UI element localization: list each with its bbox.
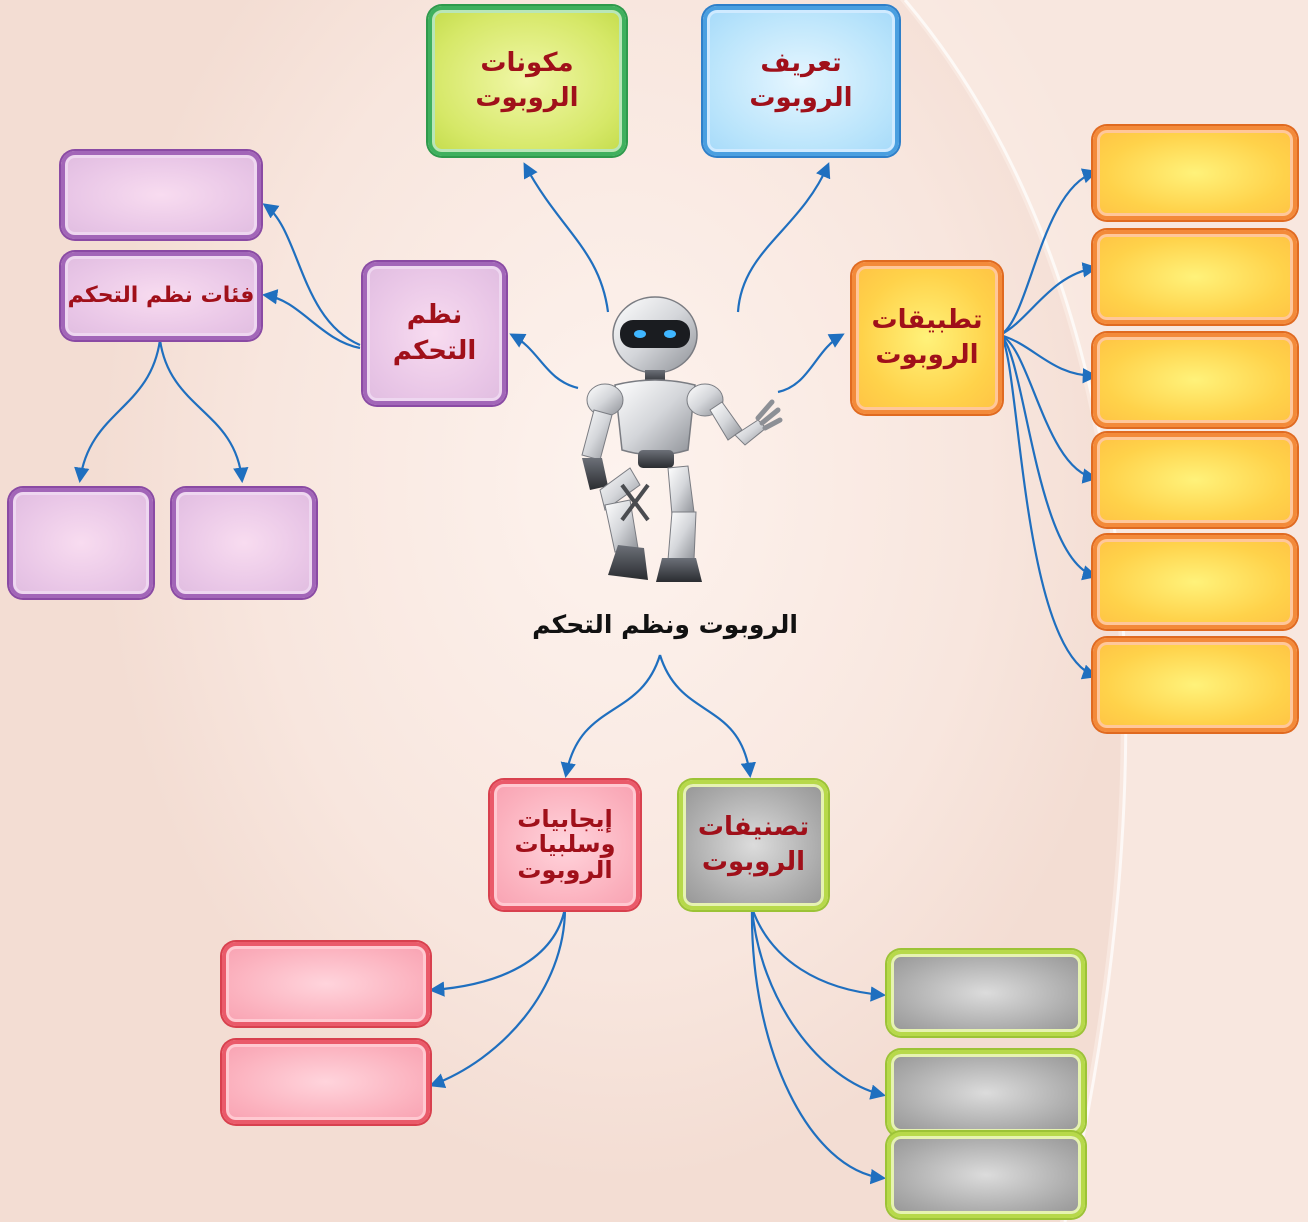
application-box-1[interactable] (1093, 126, 1297, 220)
arrow-to-pros-cons (560, 654, 662, 779)
node-pros-cons[interactable]: إيجابيات وسلبيات الروبوت (490, 780, 640, 910)
classification-box-3[interactable] (887, 1132, 1085, 1218)
arrow-to-control-top (262, 203, 361, 347)
control-top-box[interactable] (61, 151, 261, 239)
node-applications[interactable]: تطبيقات الروبوت (852, 262, 1002, 414)
application-box-3[interactable] (1093, 333, 1297, 427)
application-box-4[interactable] (1093, 433, 1297, 527)
node-definition[interactable]: تعريف الروبوت (703, 6, 899, 156)
application-box-6[interactable] (1093, 638, 1297, 732)
node-components[interactable]: مكونات الروبوت (428, 6, 626, 156)
node-control-systems[interactable]: نظم التحكم (363, 262, 506, 405)
application-box-5[interactable] (1093, 535, 1297, 629)
robot-figure (581, 296, 783, 582)
arrow-pros-2 (429, 907, 567, 1088)
center-title: الروبوت ونظم التحكم (532, 610, 798, 639)
arrow-to-classifications (658, 654, 756, 779)
arrow-app-5 (999, 334, 1098, 581)
arrow-to-applications (777, 333, 845, 394)
classification-box-2[interactable] (887, 1050, 1085, 1136)
arrow-to-control-systems (509, 333, 579, 390)
arrow-to-category-left (74, 339, 162, 484)
arrow-app-4 (999, 333, 1099, 484)
arrow-app-3 (999, 333, 1099, 384)
application-box-2[interactable] (1093, 230, 1297, 324)
arrow-to-control-categories (261, 289, 361, 350)
pros-cons-box-2[interactable] (222, 1040, 430, 1124)
arrow-app-1 (999, 168, 1098, 336)
arrow-app-2 (999, 262, 1099, 336)
arrow-to-definition (736, 162, 831, 313)
arrow-class-1 (750, 907, 887, 1002)
pros-cons-box-1[interactable] (222, 942, 430, 1026)
arrow-app-6 (999, 334, 1098, 680)
arrow-class-3 (750, 907, 887, 1185)
arrow-pros-1 (428, 907, 567, 997)
arrow-to-category-right (158, 339, 249, 484)
node-classifications[interactable]: تصنيفات الروبوت (679, 780, 828, 910)
arrow-to-components (523, 162, 610, 313)
control-category-box-right[interactable] (172, 488, 316, 598)
classification-box-1[interactable] (887, 950, 1085, 1036)
arrow-class-2 (750, 907, 886, 1100)
node-control-categories[interactable]: فئات نظم التحكم (61, 252, 261, 340)
control-category-box-left[interactable] (9, 488, 153, 598)
